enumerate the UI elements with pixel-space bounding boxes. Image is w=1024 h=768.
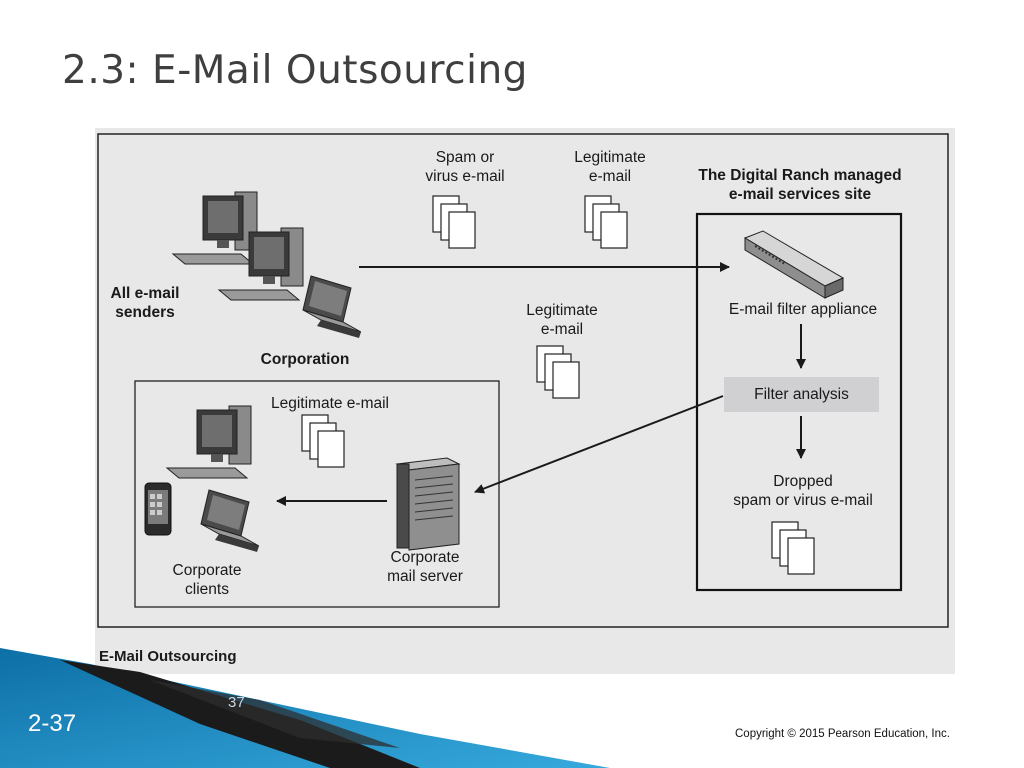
clients-label: Corporate clients (172, 562, 242, 598)
email-outsourcing-figure: Filter analysis Spam or virus e-mail Leg… (95, 128, 955, 674)
legitimate-email-top-icon (584, 195, 628, 249)
spam-label: Spam or virus e-mail (425, 149, 505, 185)
filter-analysis-label: Filter analysis (754, 386, 849, 403)
filter-appliance-label: E-mail filter appliance (728, 301, 878, 318)
mail-server-icon (395, 457, 461, 551)
client-desktop-icon (166, 405, 252, 479)
footer-decoration (0, 648, 610, 768)
legitimate-mid-label: Legitimate e-mail (526, 302, 598, 338)
legitimate-email-mid-icon (536, 345, 580, 399)
mail-server-label: Corporate mail server (387, 549, 463, 585)
copyright-notice: Copyright © 2015 Pearson Education, Inc. (735, 728, 950, 740)
filter-analysis-box: Filter analysis (724, 377, 879, 412)
figure-caption: E-Mail Outsourcing (99, 648, 237, 665)
legitimate-top-label: Legitimate e-mail (574, 149, 646, 185)
faint-slide-number: 37 (228, 694, 245, 711)
legitimate-inner-label: Legitimate e-mail (270, 395, 390, 412)
slide-number: 2-37 (28, 710, 77, 737)
dropped-email-icon (771, 521, 815, 575)
figure-diagram (97, 133, 949, 628)
legitimate-email-inner-icon (301, 414, 345, 468)
spam-email-icon (432, 195, 476, 249)
all-senders-label: All e-mail senders (110, 285, 180, 321)
client-laptop-icon (200, 489, 260, 553)
slide-title: 2.3: E-Mail Outsourcing (62, 48, 528, 93)
corporation-label: Corporation (260, 351, 350, 368)
filter-appliance-icon (743, 230, 845, 299)
sender-computers-icon (172, 191, 362, 339)
managed-site-label: The Digital Ranch managed e-mail service… (698, 167, 902, 203)
to-mail-server-arrow (474, 395, 724, 494)
dropped-label: Dropped spam or virus e-mail (733, 473, 873, 509)
smartphone-icon (144, 482, 172, 536)
